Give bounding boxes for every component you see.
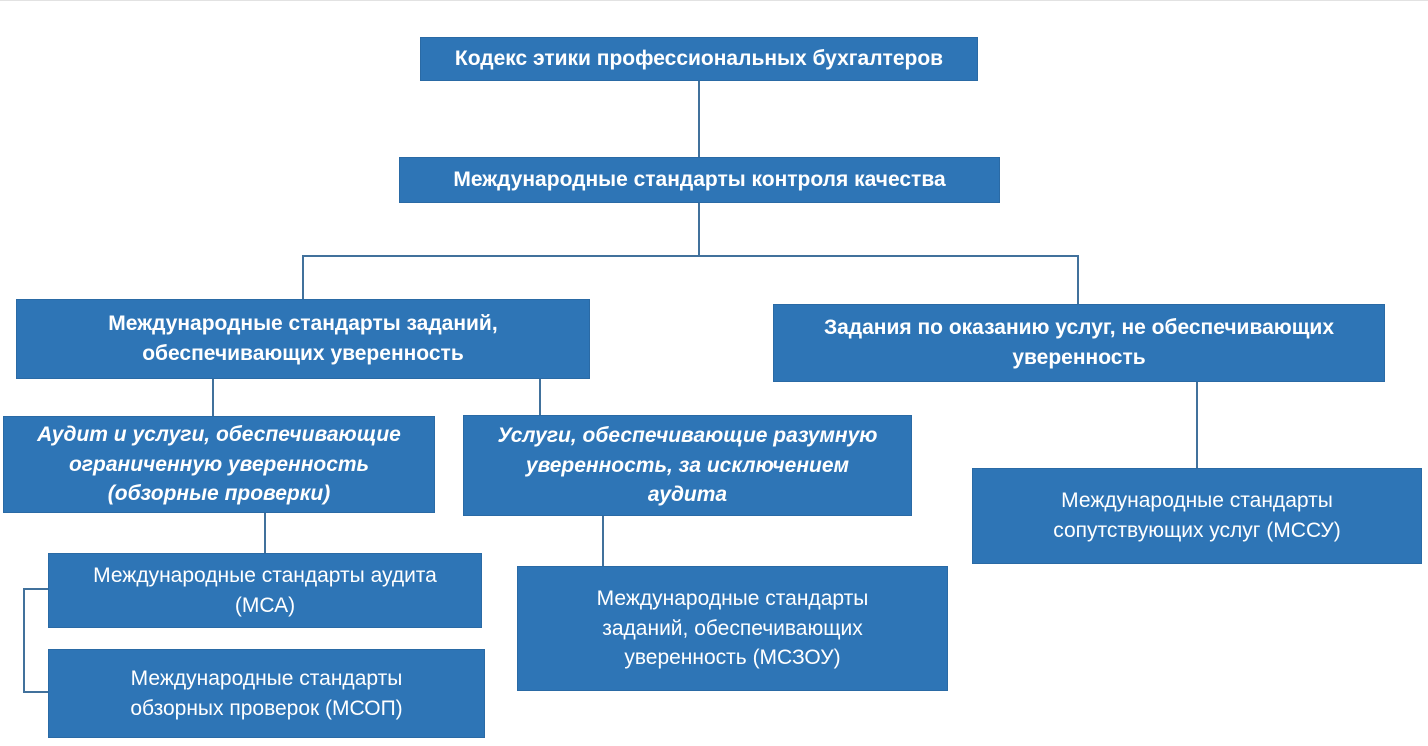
node-non-assurance-engagements: Задания по оказанию услуг, не обеспечива… [773, 304, 1385, 382]
connector-uslugi-mszou [602, 516, 604, 567]
connector-split-horizontal [302, 255, 1079, 257]
connector-zadaniya-mssu [1196, 382, 1198, 469]
node-assurance-engagement-standards: Международные стандарты заданий, обеспеч… [16, 299, 590, 379]
connector-bracket-bottom-stub [23, 691, 49, 693]
node-code-of-ethics: Кодекс этики профессиональных бухгалтеро… [420, 37, 978, 81]
connector-audit-msa [264, 513, 266, 554]
node-auditing-standards: Международные стандарты аудита (МСА) [48, 553, 482, 628]
connector-msz-uslugi [539, 379, 541, 416]
node-assurance-standards-mszou: Международные стандарты заданий, обеспеч… [517, 566, 948, 691]
connector-bracket-top-stub [23, 588, 49, 590]
connector-drop-right [1077, 255, 1079, 305]
connector-drop-left [302, 255, 304, 300]
connector-bracket-vertical [23, 588, 25, 693]
connector-kodeks-mskk [698, 81, 700, 157]
node-related-services-standards: Международные стандарты сопутствующих ус… [972, 468, 1422, 564]
node-quality-control-standards: Международные стандарты контроля качеств… [399, 157, 1000, 203]
node-review-standards: Международные стандарты обзорных проверо… [48, 649, 485, 738]
node-audit-limited-assurance: Аудит и услуги, обеспечивающие ограничен… [3, 416, 435, 513]
node-reasonable-assurance-services: Услуги, обеспечивающие разумную уверенно… [463, 415, 912, 516]
connector-mskk-split [698, 203, 700, 256]
connector-msz-audit [212, 379, 214, 417]
